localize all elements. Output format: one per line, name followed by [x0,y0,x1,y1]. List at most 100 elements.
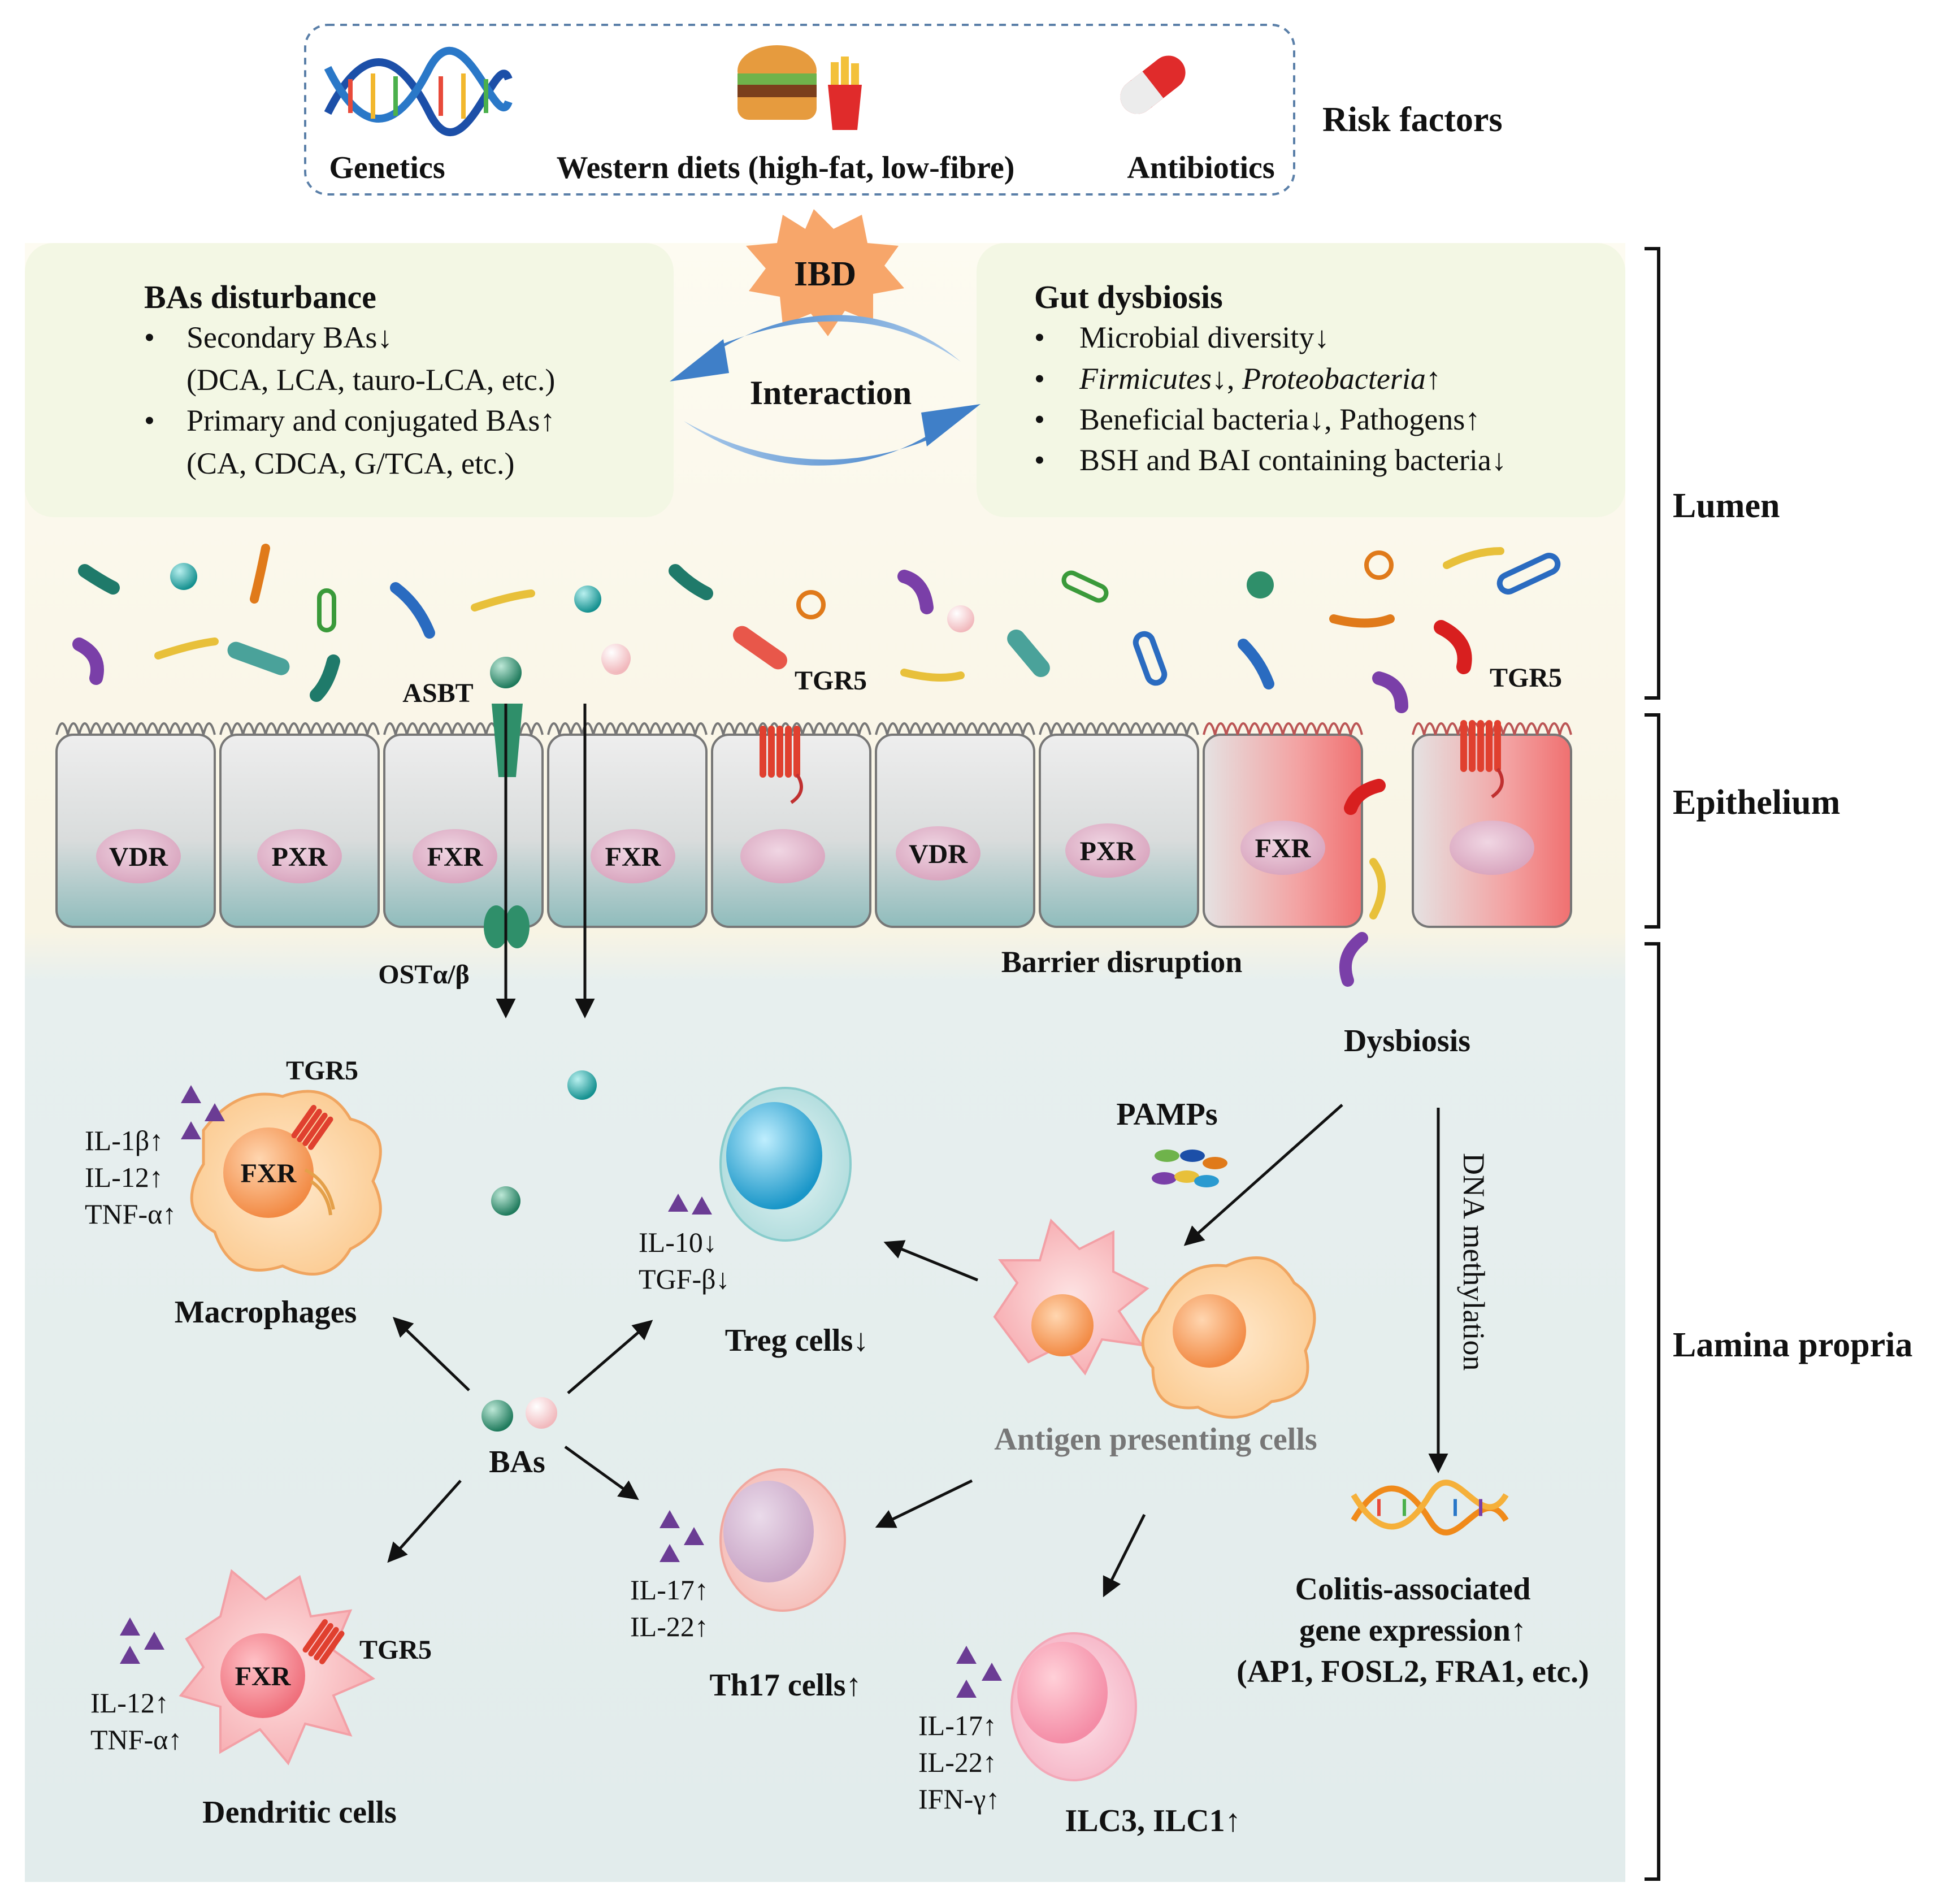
tgr5-receptor-icon [291,1105,333,1150]
fxr-label-3: FXR [1255,834,1312,864]
dendritic-cytokine-tnfa: TNF-α↑ [90,1724,182,1755]
burger-fries-icon [737,45,862,130]
macrophage-cell [190,1090,382,1276]
dysbiosis-bullet-diversity: Microbial diversity↓ [1079,320,1329,354]
interaction-arrow-left [701,315,961,362]
apc-dendritic-cell [993,1218,1149,1376]
interaction-label: Interaction [750,374,912,411]
antibiotic-capsule-icon [1120,55,1186,114]
macrophages-label: Macrophages [175,1295,357,1330]
ilc-label: ILC3, ILC1↑ [1065,1803,1240,1838]
bullet-dot: • [1034,402,1045,436]
lamina-bracket [1645,942,1660,1881]
arrow-apc-to-ilc [1103,1513,1146,1598]
taxa-separator: ↓, [1212,362,1242,396]
bullet-dot: • [144,404,155,437]
epithelial-cells [55,722,1572,928]
colitis-line-2: gene expression↑ [1299,1613,1526,1648]
firmicutes-label: Firmicutes [1079,362,1212,396]
dysbiosis-label: Dysbiosis [1344,1023,1470,1059]
epithelium-label: Epithelium [1673,783,1840,822]
bullet-dot: • [1034,362,1045,396]
fxr-label-1: FXR [427,842,484,872]
lumen-label: Lumen [1673,487,1780,525]
ilc-cytokine-il22: IL-22↑ [918,1746,997,1778]
th17-cell [719,1468,846,1612]
dendritic-label: Dendritic cells [202,1795,397,1830]
tgr5-receptor-icon [1460,720,1504,799]
ibd-starburst [746,209,904,336]
th17-cytokine-il22: IL-22↑ [630,1611,709,1642]
bile-acid-ball [567,1070,597,1100]
tgr5-receptor-icon [302,1619,345,1664]
dendritic-fxr-label: FXR [235,1662,292,1692]
dysbiosis-bullet-taxa: Firmicutes↓, Proteobacteria↑ [1079,362,1441,396]
treg-cell [719,1087,852,1242]
vdr-label-1: VDR [109,842,168,872]
dysbiosis-bullet-bsh: BSH and BAI containing bacteria↓ [1079,443,1507,477]
barrier-disruption-label: Barrier disruption [1001,945,1243,979]
bas-bullet-secondary: Secondary BAs↓ [186,320,392,354]
translocating-bacteria [1339,779,1386,987]
interaction-arrowhead-left [670,339,729,381]
arrow-bas-to-treg [567,1320,653,1394]
arrow-apc-to-treg [883,1240,978,1282]
th17-label: Th17 cells↑ [709,1668,861,1703]
macrophage-cytokine-tnfa: TNF-α↑ [85,1198,176,1230]
treg-label: Treg cells↓ [725,1323,869,1358]
treg-cytokine-il10: IL-10↓ [639,1226,717,1258]
arrow-apc-to-th17 [875,1479,973,1528]
apc-macrophage-cell [1141,1256,1316,1419]
epithelium-bracket [1645,713,1660,929]
bile-acid-ball [491,1186,520,1216]
interaction-arrowhead-right [921,404,980,446]
arrow-bas-to-th17 [564,1445,639,1500]
bile-acid-ball [601,644,631,673]
tgr5-receptor-icon [760,726,803,804]
apc-label: Antigen presenting cells [994,1422,1317,1457]
risk-factors-heading: Risk factors [1322,101,1503,139]
gut-dysbiosis-title: Gut dysbiosis [1034,279,1223,315]
dna-helix-icon [324,46,513,136]
vdr-label-2: VDR [909,839,968,869]
tgr5-label-1: TGR5 [795,666,867,696]
bas-label: BAs [489,1445,545,1480]
ilc-cytokine-ifng: IFN-γ↑ [918,1783,1000,1815]
ilc-cell [1010,1632,1137,1781]
treg-cytokine-tgfb: TGF-β↓ [639,1263,730,1295]
bullet-dot: • [1034,320,1045,354]
bile-acid-ball [490,657,522,688]
bullet-dot: • [1034,443,1045,477]
arrow-dysbiosis-to-apc [1183,1104,1343,1246]
pamps-label: PAMPs [1116,1097,1217,1132]
dna-methylation-label: DNA methylation [1457,1153,1491,1370]
ost-label: OSTα/β [378,960,469,990]
bas-disturbance-title: BAs disturbance [144,279,376,315]
ost-transporter-icon [484,905,530,948]
risk-genetics-label: Genetics [329,150,445,185]
pxr-label-1: PXR [272,842,328,872]
macrophage-cytokine-il1b: IL-1β↑ [85,1125,163,1156]
gut-dysbiosis-box [977,243,1625,517]
fxr-label-2: FXR [605,842,662,872]
bullet-dot: • [144,320,155,354]
pamps-icon [1152,1150,1227,1187]
taxa-up-arrow: ↑ [1426,362,1441,396]
ilc-cytokine-il17: IL-17↑ [918,1710,997,1741]
dna-helix-icon [1351,1480,1509,1536]
bile-acid-ball [481,1400,513,1432]
arrow-bas-to-dendritic [387,1480,462,1563]
proteobacteria-label: Proteobacteria [1242,362,1426,396]
ibd-label: IBD [794,255,856,293]
lumen-bracket [1645,247,1660,700]
pxr-label-2: PXR [1080,836,1136,866]
macrophage-tgr5-label: TGR5 [286,1056,358,1086]
dendritic-cytokine-il12: IL-12↑ [90,1687,169,1719]
tgr5-label-2: TGR5 [1490,663,1562,693]
bile-acid-ball [526,1397,557,1429]
arrow-bas-to-macrophages [392,1317,470,1391]
bas-sub-secondary: (DCA, LCA, tauro-LCA, etc.) [186,363,555,397]
lamina-propria-label: Lamina propria [1673,1326,1912,1364]
